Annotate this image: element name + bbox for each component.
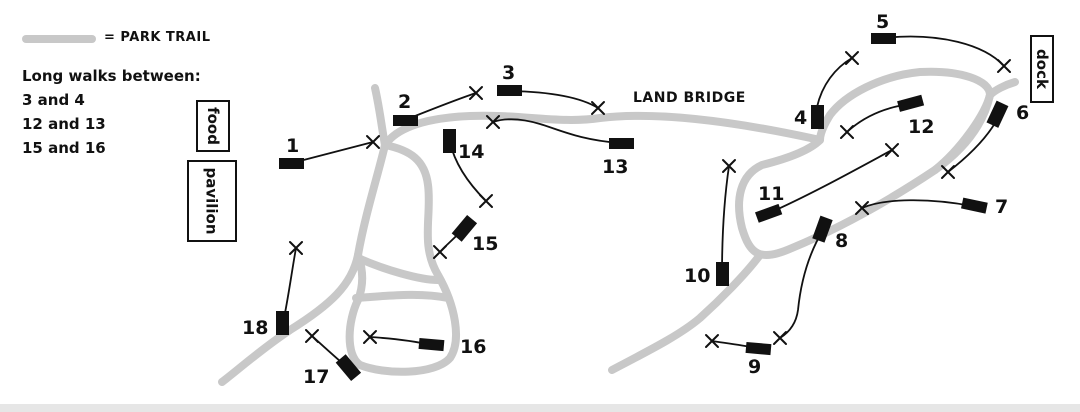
station-marker-8 (812, 215, 833, 243)
station-marker-5 (871, 33, 896, 44)
station-marker-16 (418, 337, 445, 352)
station-number: 2 (398, 91, 411, 113)
long-walk-item: 12 and 13 (22, 115, 106, 133)
pavilion-box: pavilion (187, 160, 237, 242)
station-marker-13 (609, 138, 634, 149)
x-mark (855, 201, 869, 215)
x-mark (941, 165, 955, 179)
x-mark (305, 329, 319, 343)
station-marker-12 (897, 94, 925, 112)
x-mark (433, 245, 447, 259)
x-mark (845, 51, 859, 65)
trail-segment (986, 78, 1019, 99)
x-mark (705, 334, 719, 348)
walk-line-8 (779, 229, 824, 339)
station-marker-2 (393, 115, 418, 126)
x-mark (479, 194, 493, 208)
x-mark (773, 331, 787, 345)
walk-line-7 (861, 199, 973, 209)
park-trail-legend-label: = PARK TRAIL (104, 30, 211, 45)
station-number: 14 (458, 141, 484, 163)
trail-segment (218, 141, 389, 386)
trail-segment (735, 67, 994, 260)
station-number: 9 (748, 356, 761, 378)
x-mark (840, 125, 854, 139)
long-walk-item: 15 and 16 (22, 139, 106, 157)
dock-box: dock (1030, 35, 1054, 103)
station-number: 6 (1016, 102, 1029, 124)
station-number: 13 (602, 156, 628, 178)
station-number: 16 (460, 336, 486, 358)
station-number: 3 (502, 62, 515, 84)
land-bridge-label: LAND BRIDGE (633, 90, 746, 106)
x-mark (486, 115, 500, 129)
station-marker-4 (811, 105, 824, 129)
x-mark (885, 143, 899, 157)
walk-lines (282, 35, 1005, 369)
x-mark (469, 86, 483, 100)
trail-segment (345, 141, 460, 376)
bottom-border (0, 404, 1080, 412)
station-marker-17 (335, 354, 362, 382)
station-number: 17 (303, 366, 329, 388)
walk-line-1 (291, 141, 374, 164)
station-number: 15 (472, 233, 498, 255)
walk-line-13 (492, 118, 621, 144)
station-number: 12 (908, 116, 934, 138)
station-number: 10 (684, 265, 710, 287)
x-mark (366, 135, 380, 149)
station-marker-15 (451, 214, 478, 242)
station-number: 7 (995, 196, 1008, 218)
x-mark (363, 330, 377, 344)
station-marker-9 (745, 341, 772, 356)
station-number: 18 (242, 317, 268, 339)
station-number: 5 (876, 11, 889, 33)
x-mark (997, 59, 1011, 73)
station-marker-14 (443, 129, 456, 153)
trail-segment (354, 254, 442, 284)
park-trails (218, 67, 1019, 386)
walk-line-3 (509, 90, 599, 109)
park-trail-legend-swatch (22, 35, 96, 43)
long-walks-note: Long walks between: 3 and 4 12 and 13 15… (22, 64, 201, 160)
station-marker-7 (961, 197, 988, 214)
x-mark (722, 159, 736, 173)
x-mark (591, 101, 605, 115)
station-number: 8 (835, 230, 848, 252)
station-markers (276, 33, 1009, 382)
trail-segment (352, 290, 452, 302)
station-marker-6 (986, 100, 1009, 128)
station-marker-11 (755, 203, 783, 223)
station-number: 11 (758, 183, 784, 205)
walk-line-11 (766, 149, 893, 215)
walk-line-5 (882, 35, 1005, 67)
long-walk-item: 3 and 4 (22, 91, 85, 109)
walk-line-10 (721, 165, 730, 275)
trail-segment (931, 91, 994, 174)
station-marker-1 (279, 158, 304, 169)
station-marker-10 (716, 262, 729, 286)
station-marker-3 (497, 85, 522, 96)
station-marker-18 (276, 311, 289, 335)
long-walks-heading: Long walks between: (22, 67, 201, 85)
food-box: food (196, 100, 230, 152)
trail-segment (371, 84, 824, 149)
station-number: 1 (286, 135, 299, 157)
walk-ends (289, 51, 1011, 348)
x-mark (289, 241, 303, 255)
trail-segment (608, 251, 764, 374)
station-number: 4 (794, 107, 807, 129)
station-numbers: 1 2 3 4 5 6 7 8 9 10 11 12 13 14 15 16 1… (242, 11, 1029, 388)
